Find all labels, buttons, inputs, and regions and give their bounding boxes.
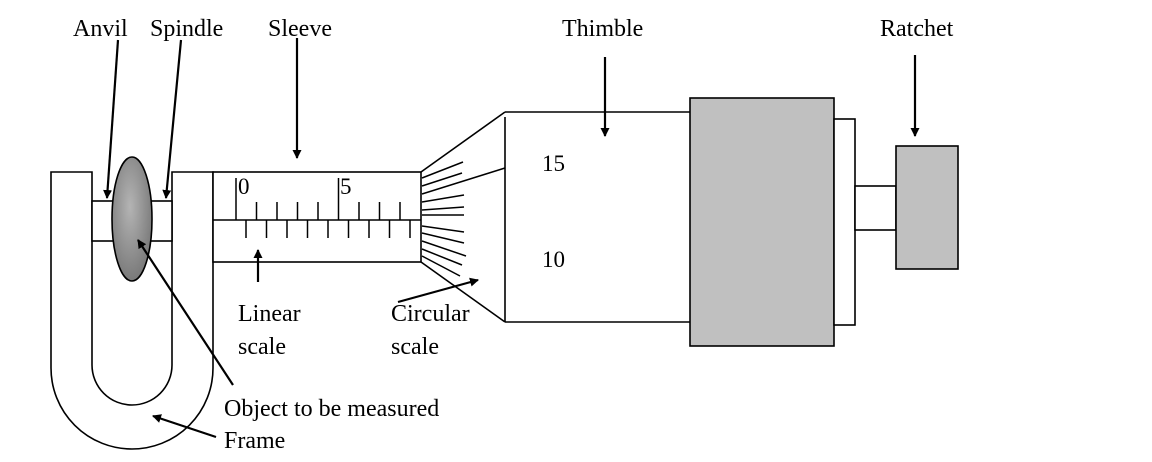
arrow-frame bbox=[152, 414, 217, 439]
label-frame: Frame bbox=[224, 428, 285, 454]
circular-tick bbox=[421, 225, 465, 233]
sleeve-mark-5: 5 bbox=[340, 174, 352, 199]
circular-tick bbox=[421, 194, 465, 203]
label-thimble: Thimble bbox=[562, 16, 643, 42]
circular-tick bbox=[421, 206, 465, 211]
label-linear-scale-line1: Linear bbox=[238, 301, 301, 327]
ratchet-shaft bbox=[854, 185, 897, 231]
circular-tick bbox=[421, 161, 464, 179]
object bbox=[111, 156, 153, 282]
ratchet bbox=[895, 145, 959, 270]
arrow-circular-scale bbox=[397, 277, 479, 304]
thimble-mark-15: 15 bbox=[542, 151, 565, 176]
sleeve-mark-0: 0 bbox=[238, 174, 250, 199]
label-ratchet: Ratchet bbox=[880, 16, 954, 42]
label-object: Object to be measured bbox=[224, 396, 439, 422]
arrow-spindle bbox=[162, 39, 183, 199]
label-sleeve: Sleeve bbox=[268, 16, 332, 42]
circular-tick bbox=[421, 255, 461, 277]
circular-tick bbox=[421, 167, 506, 195]
linear-scale-ticks bbox=[235, 178, 411, 238]
label-spindle: Spindle bbox=[150, 16, 223, 42]
sleeve bbox=[212, 171, 422, 263]
label-circular-scale-line1: Circular bbox=[391, 301, 470, 327]
thimble-knob bbox=[689, 97, 835, 347]
circular-tick bbox=[421, 172, 463, 187]
thimble bbox=[420, 111, 690, 323]
label-anvil: Anvil bbox=[73, 16, 128, 42]
label-linear-scale-line2: scale bbox=[238, 334, 286, 360]
circular-tick bbox=[421, 232, 465, 244]
circular-tick bbox=[421, 240, 467, 257]
circular-scale-ticks bbox=[421, 161, 506, 277]
thimble-mark-10: 10 bbox=[542, 247, 565, 272]
circular-tick bbox=[421, 248, 463, 266]
arrow-object bbox=[137, 239, 234, 386]
arrow-anvil bbox=[103, 39, 120, 199]
leader-lines bbox=[103, 38, 920, 439]
frame bbox=[50, 171, 214, 450]
label-circular-scale-line2: scale bbox=[391, 334, 439, 360]
collar bbox=[833, 118, 856, 326]
